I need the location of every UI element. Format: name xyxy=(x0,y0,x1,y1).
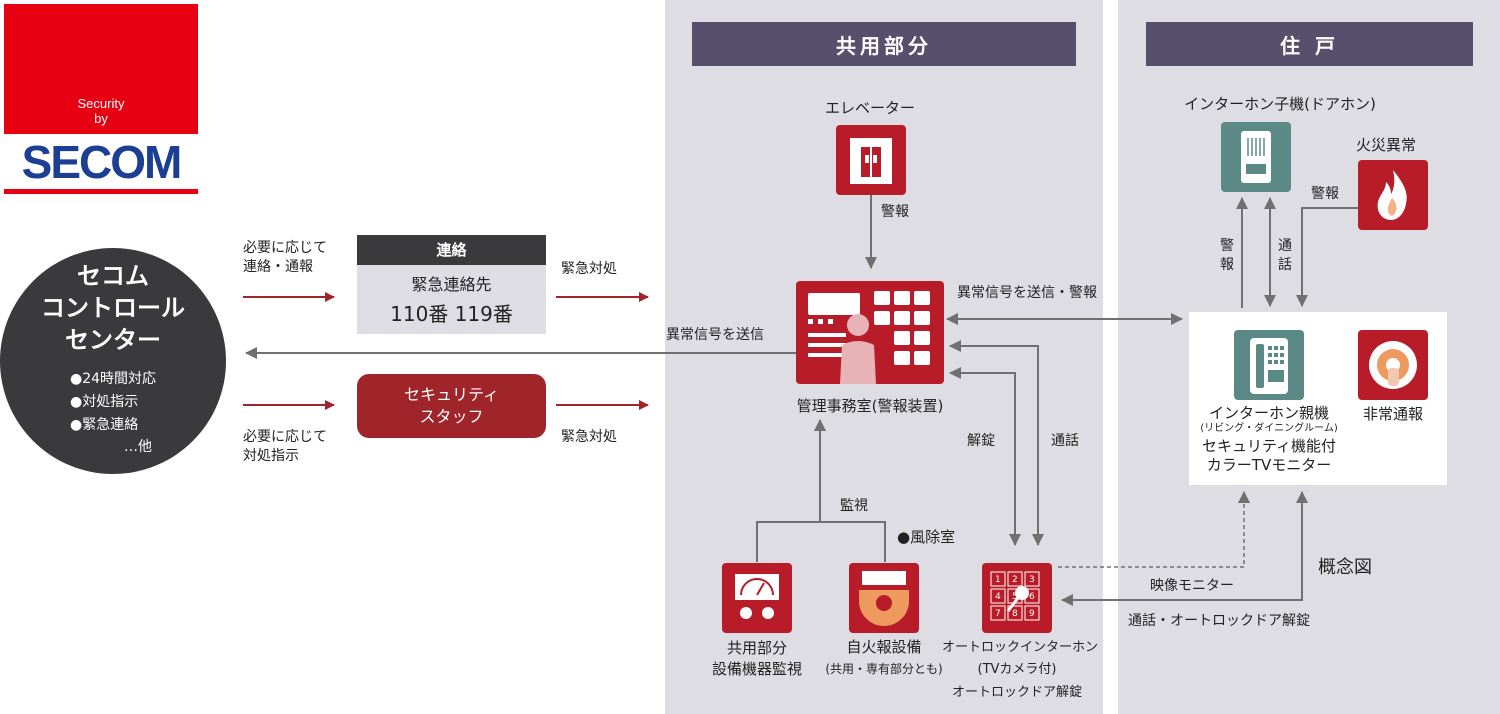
keypad-key-7: 7 xyxy=(995,609,1001,619)
office-label: 管理事務室(警報装置) xyxy=(796,397,944,415)
control-center-title-2: コントロール xyxy=(41,294,185,322)
control-center-more: …他 xyxy=(124,439,152,455)
fire-alarm-label: 自火報設備 xyxy=(846,638,922,656)
label-talk-unlock: 通話・オートロックドア解錠 xyxy=(1128,613,1310,629)
autolock-label-3: オートロックドア解錠 xyxy=(951,685,1082,700)
fire-alarm-sublabel: (共用・専有部分とも) xyxy=(825,662,943,676)
contact-box: 連絡 緊急連絡先 110番 119番 xyxy=(357,235,546,334)
label-windbreak: ●風除室 xyxy=(897,528,956,546)
label-talk: 通話 xyxy=(1051,433,1079,449)
label-send-abnormal-alarm: 異常信号を送信・警報 xyxy=(957,285,1097,301)
elevator-label: エレベーター xyxy=(824,99,915,117)
control-center-title-1: セコム xyxy=(77,262,149,290)
master-intercom-label-4: カラーTVモニター xyxy=(1206,456,1332,474)
emergency-button-icon xyxy=(1358,330,1428,400)
meter-icon xyxy=(722,563,792,633)
contact-box-line1: 緊急連絡先 xyxy=(411,275,492,294)
keypad-key-5: 5 xyxy=(1012,592,1018,602)
keypad-key-6: 6 xyxy=(1029,592,1035,602)
master-intercom-label-2: (リビング・ダイニングルーム) xyxy=(1200,423,1338,434)
control-center-item-1: ●24時間対応 xyxy=(70,371,157,387)
control-center-item-3: ●緊急連絡 xyxy=(70,417,139,433)
logo-wordmark: SECOM xyxy=(21,136,183,188)
keypad-key-8: 8 xyxy=(1012,609,1018,619)
common-area-header: 共用部分 xyxy=(692,22,1076,66)
label-video-monitor: 映像モニター xyxy=(1150,578,1234,594)
label-emergency-response-2: 緊急対処 xyxy=(561,429,617,445)
control-center-item-2: ●対処指示 xyxy=(70,394,139,410)
security-staff: セキュリティ スタッフ xyxy=(357,374,546,438)
master-intercom-label-3: セキュリティ機能付 xyxy=(1201,437,1337,455)
control-center-title-3: センター xyxy=(65,326,161,354)
label-alarm-door: 警 報 xyxy=(1220,238,1234,273)
secom-logo: Security by SECOM xyxy=(4,4,198,194)
label-concept: 概念図 xyxy=(1318,557,1372,578)
control-center: セコム コントロール センター ●24時間対応 ●対処指示 ●緊急連絡 …他 xyxy=(0,248,226,474)
fire-label: 火災異常 xyxy=(1356,136,1417,154)
label-dispatch-if-needed: 必要に応じて 対処指示 xyxy=(243,429,327,464)
equipment-label: 共用部分 設備機器監視 xyxy=(711,639,802,678)
contact-box-header: 連絡 xyxy=(357,235,546,265)
contact-box-line2: 110番 119番 xyxy=(390,302,513,326)
door-phone-icon xyxy=(1221,122,1291,192)
keypad-key-2: 2 xyxy=(1012,575,1018,585)
door-phone-label: インターホン子機(ドアホン) xyxy=(1184,95,1376,113)
autolock-label-1: オートロックインターホン xyxy=(942,640,1099,655)
fire-alarm-icon xyxy=(849,563,919,633)
label-alarm-fire: 警報 xyxy=(1311,186,1339,202)
label-alarm-elevator: 警報 xyxy=(881,204,909,220)
keypad-key-4: 4 xyxy=(995,592,1001,602)
keypad-key-3: 3 xyxy=(1029,575,1035,585)
label-talk-door: 通 話 xyxy=(1278,238,1292,273)
label-contact-if-needed: 必要に応じて 連絡・通報 xyxy=(243,240,327,275)
emergency-label: 非常通報 xyxy=(1362,405,1423,423)
master-intercom-label-1: インターホン親機 xyxy=(1208,404,1329,422)
autolock-label-2: (TVカメラ付) xyxy=(977,662,1057,677)
alarm-panel-icon xyxy=(796,281,944,384)
keypad-digits: 1 2 3 4 5 6 7 8 9 xyxy=(995,575,1035,619)
keypad-key-9: 9 xyxy=(1029,609,1035,619)
residence-header: 住 戸 xyxy=(1146,22,1473,66)
elevator-icon xyxy=(836,125,906,195)
logo-tagline: Security by xyxy=(77,96,125,126)
fire-icon xyxy=(1358,160,1428,230)
master-intercom-icon xyxy=(1234,330,1304,400)
keypad-key-1: 1 xyxy=(995,575,1001,585)
label-monitor: 監視 xyxy=(840,498,868,514)
label-unlock: 解錠 xyxy=(967,433,995,449)
autolock-intercom-icon: 1 2 3 4 5 6 7 8 9 xyxy=(982,563,1052,633)
label-send-abnormal: 異常信号を送信 xyxy=(666,327,764,343)
label-emergency-response-1: 緊急対処 xyxy=(561,261,617,277)
